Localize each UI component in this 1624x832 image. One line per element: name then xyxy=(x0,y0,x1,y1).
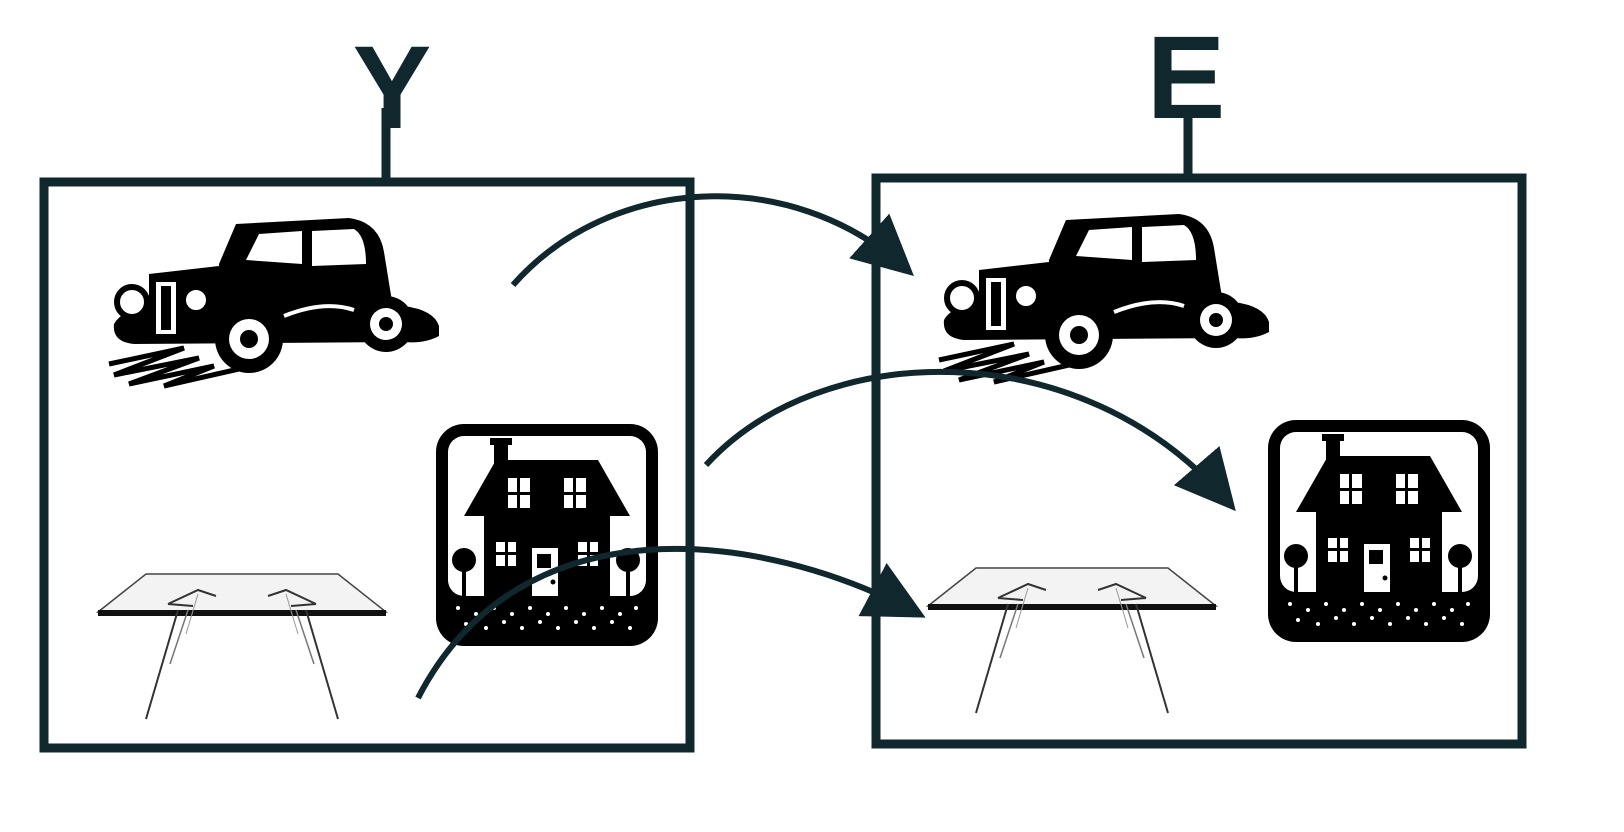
arrow-table-to-table xyxy=(415,545,926,700)
house-icon xyxy=(436,424,658,646)
arrow-car-to-car xyxy=(510,193,914,287)
set-e-frame xyxy=(871,173,1527,749)
car-icon xyxy=(109,218,439,386)
set-e: E xyxy=(871,12,1527,749)
table-icon xyxy=(927,567,1217,714)
house-icon xyxy=(1268,420,1490,642)
car-icon xyxy=(939,214,1269,382)
set-y-label: Y xyxy=(353,22,432,154)
set-y-frame xyxy=(39,177,695,753)
arrow-house-to-house xyxy=(703,369,1236,512)
table-icon xyxy=(97,573,387,720)
set-y: Y xyxy=(39,22,695,753)
mapping-arrows xyxy=(415,193,1236,700)
